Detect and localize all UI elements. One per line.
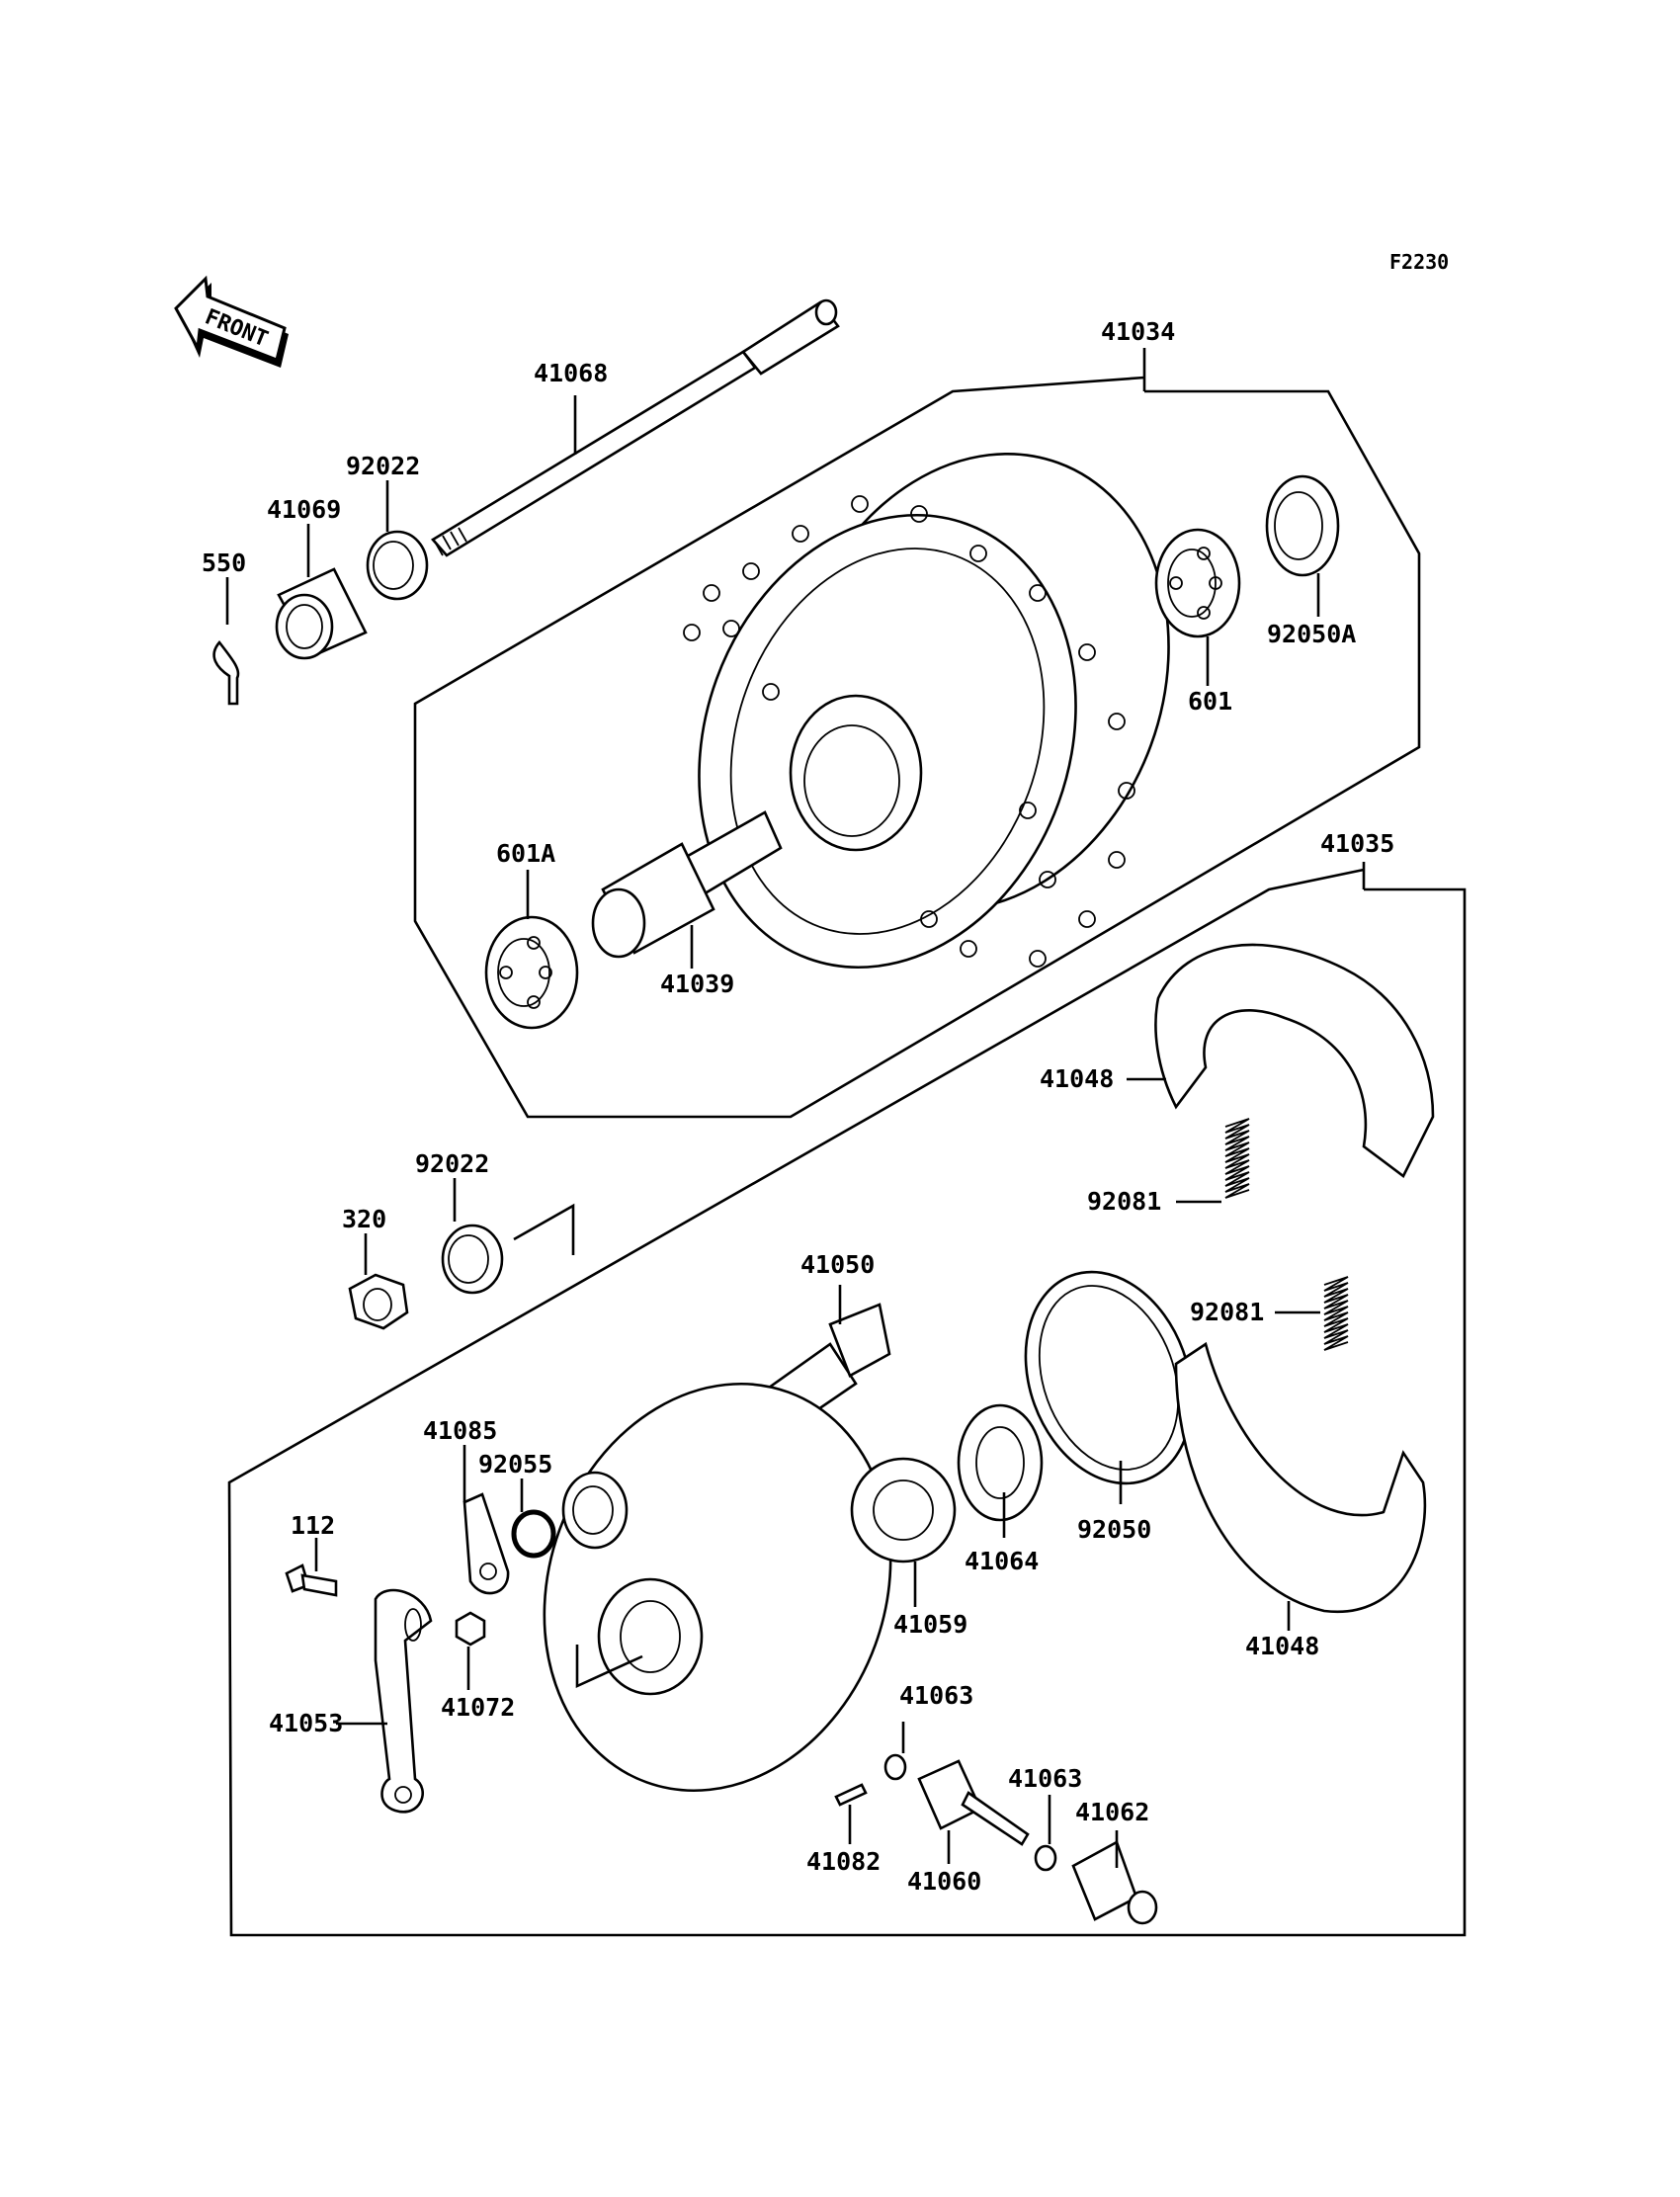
label-92022-mid: 92022 [415, 1149, 489, 1178]
washer-41063-upper [883, 1722, 907, 1781]
label-41050: 41050 [800, 1250, 875, 1279]
nut-41072 [455, 1611, 486, 1690]
label-41062: 41062 [1075, 1798, 1149, 1826]
label-550: 550 [202, 549, 246, 577]
seal-92022-mid [441, 1178, 575, 1295]
label-41048-bottom: 41048 [1245, 1632, 1319, 1660]
washer-41063-lower [1034, 1795, 1057, 1872]
group-41034-outline [413, 348, 1421, 1119]
pin-41082 [834, 1783, 868, 1844]
spacer-41069 [275, 524, 368, 660]
label-41064: 41064 [965, 1547, 1039, 1575]
label-41072: 41072 [441, 1693, 515, 1722]
seal-92050A [1265, 474, 1340, 617]
spring-92081-left [1176, 1118, 1250, 1204]
front-arrow-icon: FRONT [174, 275, 289, 368]
bushing-41062 [1071, 1830, 1158, 1925]
lever-41053 [336, 1588, 433, 1814]
spoke-holes [683, 495, 1135, 968]
bearing-601 [1154, 528, 1241, 686]
label-92081-right: 92081 [1190, 1298, 1264, 1326]
label-601A: 601A [496, 839, 555, 868]
label-41053: 41053 [269, 1709, 343, 1737]
spring-92081-right [1275, 1276, 1349, 1351]
label-41035: 41035 [1320, 829, 1394, 858]
label-601: 601 [1188, 687, 1232, 716]
bearing-601A [484, 870, 579, 1030]
nut-320 [348, 1233, 409, 1330]
label-112: 112 [291, 1511, 335, 1540]
brake-shoe-41048-top [1127, 943, 1435, 1178]
label-41059: 41059 [893, 1610, 967, 1639]
label-41069: 41069 [267, 495, 341, 524]
axle-41068 [431, 298, 840, 557]
label-41085: 41085 [423, 1416, 497, 1445]
label-41060: 41060 [907, 1867, 981, 1896]
label-41063-lower: 41063 [1008, 1764, 1082, 1793]
pinion-41060 [917, 1759, 1030, 1864]
label-41082: 41082 [806, 1847, 881, 1876]
label-92081-left: 92081 [1087, 1187, 1161, 1216]
label-41068: 41068 [534, 359, 608, 387]
label-41034: 41034 [1101, 317, 1175, 346]
retainer-41064 [957, 1403, 1044, 1538]
diagram-code: F2230 [1389, 250, 1449, 274]
label-41039: 41039 [660, 970, 734, 998]
label-92050: 92050 [1077, 1515, 1151, 1544]
cotter-pin-550 [212, 577, 240, 706]
group-41035-outline [227, 862, 1467, 1937]
label-41048-top: 41048 [1040, 1064, 1114, 1093]
seal-92050 [1024, 1270, 1194, 1504]
brake-shoe-41048-bottom [1174, 1341, 1427, 1631]
seal-92022-top [366, 480, 429, 601]
label-92055: 92055 [478, 1450, 552, 1479]
o-ring-92055 [511, 1479, 556, 1559]
label-92022-top: 92022 [346, 452, 420, 480]
label-92050A: 92050A [1267, 620, 1356, 648]
bolt-112 [285, 1538, 338, 1597]
indicator-41085 [462, 1445, 510, 1595]
label-320: 320 [342, 1205, 386, 1233]
wheel-hub-41034 [591, 452, 1170, 970]
gear-41059 [850, 1457, 957, 1607]
brake-panel [543, 1382, 892, 1793]
label-41063-upper: 41063 [899, 1681, 973, 1710]
